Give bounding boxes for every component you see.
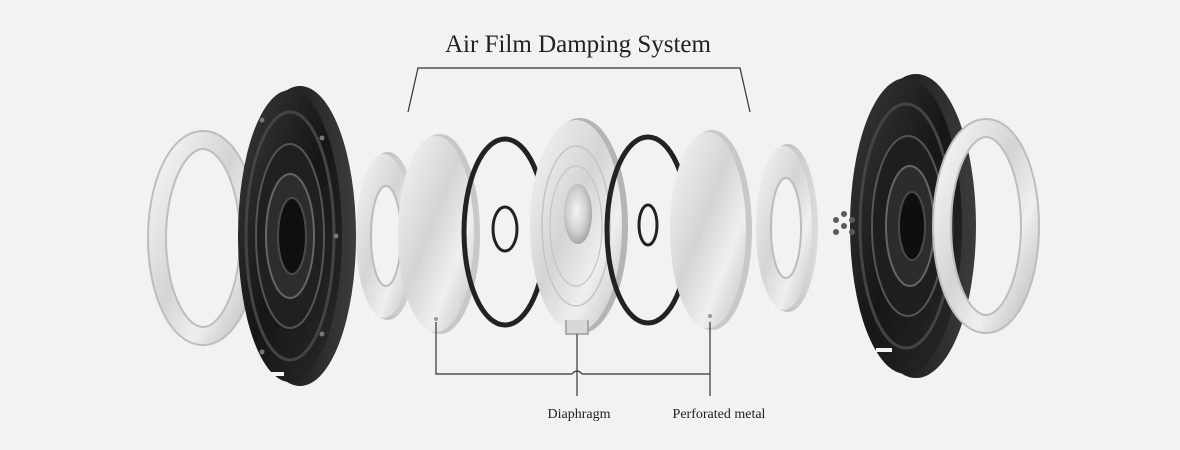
right-housing [833, 74, 976, 378]
right-outer-ring [932, 118, 1040, 334]
right-perforated-metal-disc [670, 130, 752, 330]
right-spacer-ring [756, 144, 818, 312]
title-bracket [407, 67, 751, 113]
leader-lines [435, 322, 711, 396]
left-outer-ring [147, 130, 259, 346]
left-housing [238, 86, 356, 386]
left-perforated-metal-disc [398, 134, 480, 334]
perforated-metal-label: Perforated metal [673, 407, 766, 422]
diagram-title: Air Film Damping System [445, 31, 712, 58]
diaphragm-label: Diaphragm [548, 407, 611, 422]
diaphragm-part [530, 118, 628, 335]
